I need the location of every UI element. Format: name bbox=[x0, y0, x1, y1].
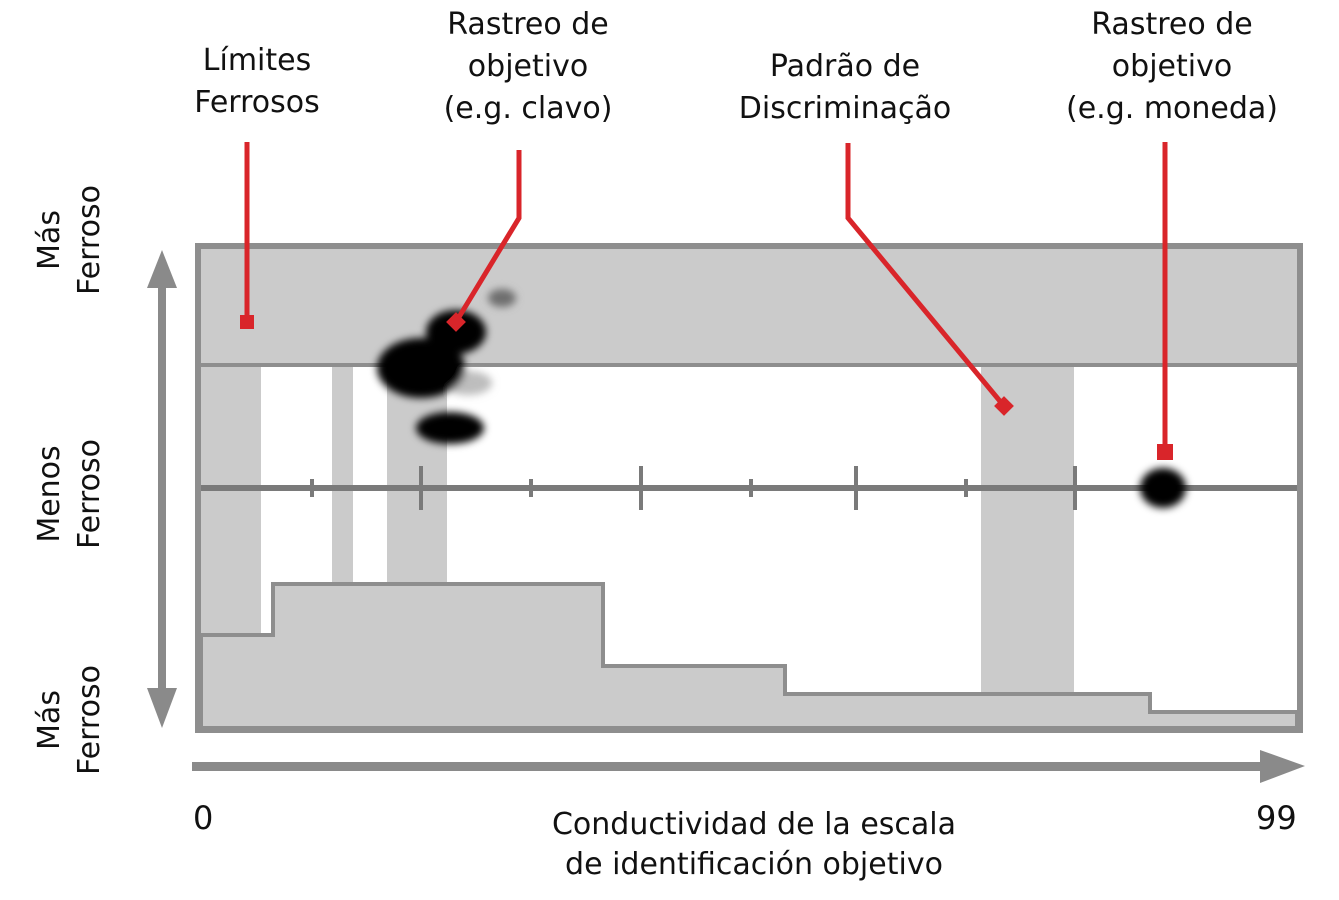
callout-lines bbox=[244, 142, 1168, 450]
callout-nail-trace bbox=[453, 150, 522, 324]
y-label-middle: Menos Ferroso bbox=[32, 439, 107, 549]
discrimination-band-4 bbox=[981, 365, 1074, 695]
horizontal-arrow bbox=[192, 750, 1305, 783]
x-axis-max: 99 bbox=[1256, 799, 1297, 837]
y-label-top: Más Ferroso bbox=[32, 185, 107, 295]
x-axis-title: Conductividad de la escala de identifica… bbox=[551, 807, 957, 882]
callout-markers bbox=[240, 312, 1173, 460]
label-target-trace-coin: Rastreo de objetivo (e.g. moneda) bbox=[1066, 7, 1278, 126]
discrimination-band-3 bbox=[387, 365, 447, 585]
plot-frame bbox=[195, 243, 1303, 733]
x-axis-min: 0 bbox=[193, 799, 214, 837]
label-ferrous-limits: Límites Ferrosos bbox=[194, 43, 320, 120]
coin-trace bbox=[1140, 468, 1186, 508]
scale-ticks bbox=[310, 466, 1077, 510]
discrimination-band-1 bbox=[201, 365, 261, 635]
ferrous-limit-band bbox=[198, 246, 1300, 365]
lower-ferrous-limit bbox=[199, 582, 1299, 730]
discrimination-band-2 bbox=[332, 365, 353, 585]
label-discrimination-pattern: Padrão de Discriminação bbox=[738, 49, 952, 126]
label-target-trace-nail: Rastreo de objetivo (e.g. clavo) bbox=[443, 7, 613, 126]
vertical-arrow bbox=[147, 250, 177, 728]
nail-trace bbox=[377, 289, 516, 444]
callout-discrimination bbox=[845, 143, 1006, 408]
y-label-bottom: Más Ferroso bbox=[32, 665, 107, 775]
